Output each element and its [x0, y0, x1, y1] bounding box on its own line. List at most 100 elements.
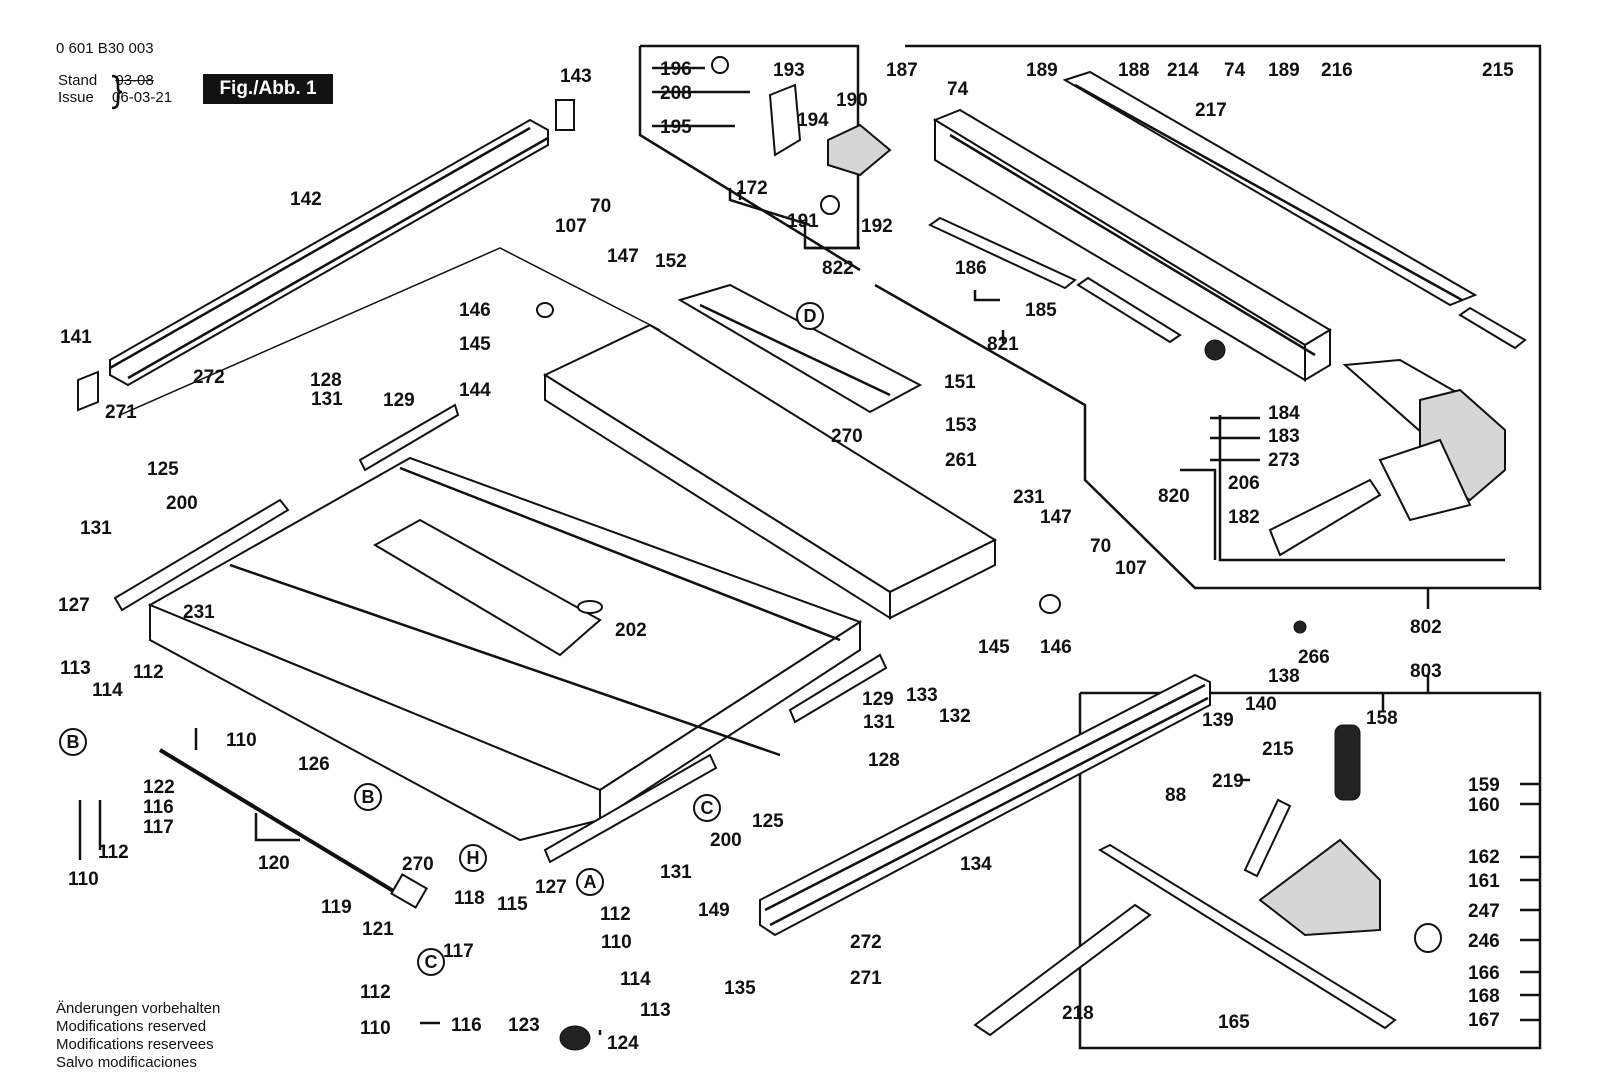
rail-127b-part: [543, 753, 718, 864]
miter-bar-165-part: [1097, 843, 1397, 1030]
callout-145-right: 145: [978, 637, 1010, 658]
rail-142-part: [109, 99, 575, 387]
fence-assembly-820-part: [1268, 358, 1506, 557]
rail-218-part: [973, 903, 1152, 1037]
rail-129b-part: [788, 653, 888, 724]
callout-219: 219: [1212, 771, 1244, 792]
callout-162: 162: [1468, 847, 1500, 868]
callout-146: 146: [459, 300, 491, 321]
revision-block: Stand 03-08 Issue 06-03-21: [58, 72, 172, 106]
circle-marker-H-label: H: [467, 848, 480, 868]
callout-123: 123: [508, 1015, 540, 1036]
leader-lines: [78, 66, 1540, 1035]
callout-140: 140: [1245, 694, 1277, 715]
fence-188-part: [932, 108, 1332, 382]
callout-112-bottom-left: 112: [360, 982, 391, 1003]
rod-120-part: [158, 748, 428, 909]
callout-206: 206: [1228, 473, 1260, 494]
callout-134: 134: [960, 854, 992, 875]
callout-218: 218: [1062, 1003, 1094, 1024]
callout-189: 189: [1026, 60, 1058, 81]
callout-110-bottom-left: 110: [360, 1018, 391, 1039]
callout-124: 124: [607, 1033, 639, 1054]
circle-marker-B-label: B: [362, 787, 375, 807]
callout-127-bottom: 127: [535, 877, 567, 898]
callout-200-bottom: 200: [710, 830, 742, 851]
notice-line-fr: Modifications reservees: [56, 1036, 214, 1053]
callout-139: 139: [1202, 710, 1234, 731]
callout-114-bottom: 114: [620, 969, 651, 990]
callout-172: 172: [736, 178, 768, 199]
callout-231: 231: [183, 602, 215, 623]
circle-marker-C-bottom: [417, 948, 445, 976]
callout-184: 184: [1268, 403, 1300, 424]
callout-215-miter: 215: [1262, 739, 1294, 760]
callout-129: 129: [383, 390, 415, 411]
callout-129-right: 129: [862, 689, 894, 710]
callout-246: 246: [1468, 931, 1500, 952]
callout-135: 135: [724, 978, 756, 999]
callout-113: 113: [60, 658, 91, 679]
callout-153: 153: [945, 415, 977, 436]
callout-166: 166: [1468, 963, 1500, 984]
rail-214-part: [1062, 70, 1478, 307]
issue-date: 06-03-21: [112, 89, 173, 106]
callout-168: 168: [1468, 986, 1500, 1007]
callout-151: 151: [944, 372, 976, 393]
callout-107: 107: [555, 216, 587, 237]
circle-marker-B: [354, 783, 382, 811]
callout-117-bottom: 117: [443, 941, 474, 962]
callout-70-right: 70: [1090, 536, 1111, 557]
callout-271-bottom: 271: [850, 968, 882, 989]
callout-822: 822: [822, 258, 854, 279]
callout-74: 74: [947, 79, 969, 100]
notice-line-de: Änderungen vorbehalten: [56, 1000, 221, 1017]
circle-marker-B-left: [59, 728, 87, 756]
fence-head-190-part: [768, 83, 892, 177]
callout-116-bottom: 116: [451, 1015, 482, 1036]
callout-186: 186: [955, 258, 987, 279]
callout-126: 126: [298, 754, 330, 775]
callout-114: 114: [92, 680, 123, 701]
notice-line-en: Modifications reserved: [56, 1018, 207, 1035]
callout-193: 193: [773, 60, 805, 81]
part-number: 0 601 B30 003: [56, 40, 154, 57]
circle-marker-C-bottom-label: C: [425, 952, 438, 972]
small-parts: [536, 56, 1442, 1051]
callout-141: 141: [60, 327, 92, 348]
callout-185: 185: [1025, 300, 1057, 321]
scale-215-part: [1458, 306, 1527, 350]
callout-189-right: 189: [1268, 60, 1300, 81]
scale-215b-part: [1243, 798, 1292, 878]
callout-119: 119: [321, 897, 352, 918]
circle-marker-D-label: D: [804, 306, 817, 326]
table-top-part: [147, 456, 863, 842]
callout-167: 167: [1468, 1010, 1500, 1031]
callout-120: 120: [258, 853, 290, 874]
callout-158: 158: [1366, 708, 1398, 729]
callout-270-bottom: 270: [402, 854, 434, 875]
callout-272-bottom: 272: [850, 932, 882, 953]
callout-165: 165: [1218, 1012, 1250, 1033]
callout-231-right: 231: [1013, 487, 1045, 508]
circle-marker-D: [796, 302, 824, 330]
rail-127-part: [113, 498, 290, 612]
callout-160: 160: [1468, 795, 1500, 816]
callout-182: 182: [1228, 507, 1260, 528]
callout-821: 821: [987, 334, 1019, 355]
circle-marker-A: [576, 868, 604, 896]
callout-88: 88: [1165, 785, 1186, 806]
callout-116: 116: [143, 797, 174, 818]
old-revision-date: 03-08: [115, 72, 154, 89]
modifications-notice: Änderungen vorbehalten Modifications res…: [56, 1000, 220, 1072]
callout-146-right: 146: [1040, 637, 1072, 658]
callout-217: 217: [1195, 100, 1227, 121]
callout-147: 147: [607, 246, 639, 267]
callout-270: 270: [831, 426, 863, 447]
callout-113-bottom: 113: [640, 1000, 671, 1021]
callout-110-left: 110: [68, 869, 99, 890]
end-cap-141-part: [77, 370, 99, 412]
callout-125: 125: [147, 459, 179, 480]
